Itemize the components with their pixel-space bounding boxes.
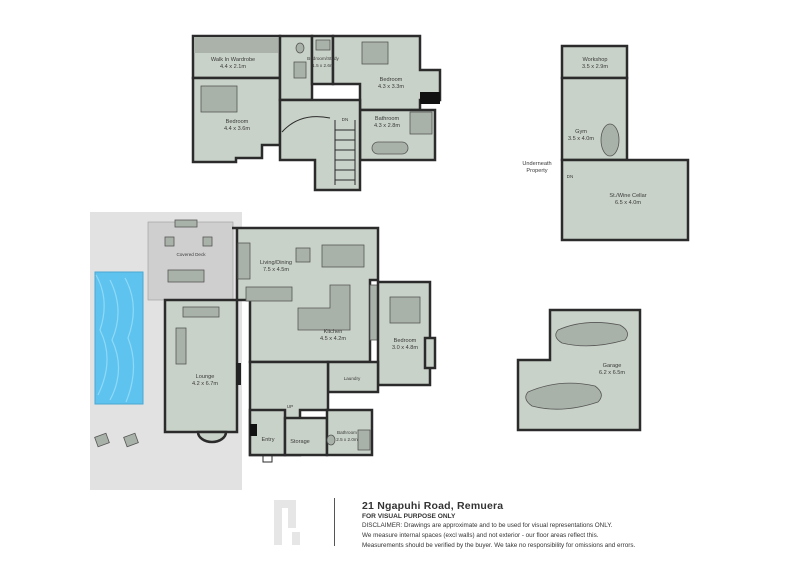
bedroom-closet: [423, 336, 437, 370]
kitchen-label: Kitchen: [324, 329, 343, 335]
shower: [409, 111, 433, 135]
disclaimer-line-2: We measure internal spaces (excl walls) …: [362, 532, 599, 539]
kitchen-size: 4.5 x 4.2m: [320, 336, 346, 342]
sofa: [237, 242, 251, 280]
lounge-label: Lounge: [196, 374, 215, 380]
bathroom-lower-label: Bathroom: [337, 430, 357, 435]
sofa: [245, 286, 293, 302]
lower-level: [560, 44, 690, 242]
footer: 21 Ngapuhi Road, Remuera FOR VISUAL PURP…: [362, 500, 792, 550]
bed: [361, 41, 389, 65]
garage-size: 6.2 x 6.5m: [599, 370, 625, 376]
upper-floor: [191, 34, 442, 192]
cellar-label: St./Wine Cellar: [609, 193, 646, 199]
bedroom-study-size: 1.5 x 2.6m: [312, 63, 334, 68]
gym-size: 3.5 x 4.0m: [568, 136, 594, 142]
bedroom-upper-left-size: 4.4 x 3.6m: [224, 126, 250, 132]
property-label: Property: [526, 168, 547, 174]
disclaimer-line-3: Measurements should be verified by the b…: [362, 542, 636, 549]
bathroom-upper-size: 4.3 x 2.8m: [374, 123, 400, 129]
dining-table: [321, 244, 365, 268]
entry-step: [262, 455, 273, 463]
toilet: [326, 434, 336, 446]
stairs-up-label: UP: [287, 404, 293, 409]
storage-room: [283, 416, 329, 457]
walk-in-wardrobe-label: Walk In Wardrobe: [211, 57, 255, 63]
ground-floor: [90, 212, 642, 490]
property-address: 21 Ngapuhi Road, Remuera: [362, 500, 504, 512]
stair-curve: [281, 116, 331, 133]
outdoor-chair: [164, 236, 175, 247]
logo-icon: [274, 500, 300, 545]
outdoor-sofa: [174, 219, 198, 228]
stair-void: [420, 92, 440, 104]
cellar-size: 6.5 x 4.0m: [615, 200, 641, 206]
upper-stairs: [334, 120, 356, 185]
lounge-sofa: [182, 306, 220, 318]
cellar-dn-label: DN: [567, 174, 574, 179]
lounge-size: 4.2 x 6.7m: [192, 381, 218, 387]
kitchen-island: [297, 284, 351, 331]
bed: [200, 85, 238, 113]
living-dining-label: Living/Dining: [260, 260, 292, 266]
outdoor-chair: [202, 236, 213, 247]
bedroom-upper-right-label: Bedroom: [380, 77, 403, 83]
pool-water: [95, 274, 135, 403]
gym-label: Gym: [575, 129, 587, 135]
gym-equipment: [600, 123, 620, 157]
purpose-note: FOR VISUAL PURPOSE ONLY: [362, 513, 456, 520]
lounge-room: [163, 298, 239, 434]
car: [555, 322, 628, 347]
stairs-dn-label: DN: [342, 117, 349, 122]
storage-label: Storage: [290, 439, 310, 445]
bathroom-lower-size: 2.5 x 2.0m: [336, 437, 358, 442]
covered-deck-label: Covered Deck: [176, 252, 206, 257]
bedroom-upper-left-label: Bedroom: [226, 119, 249, 125]
bathroom-upper-label: Bathroom: [375, 116, 400, 122]
car: [525, 382, 602, 410]
disclaimer-line-1: DISCLAIMER: Drawings are approximate and…: [362, 522, 613, 529]
sun-lounger: [123, 432, 139, 448]
entry-stair-void: [250, 424, 257, 436]
garage-label: Garage: [603, 363, 622, 369]
toilet: [295, 42, 305, 54]
bedroom-lower-label: Bedroom: [394, 338, 417, 344]
shower: [357, 429, 371, 451]
lounge-bay: [196, 430, 228, 444]
bathtub: [371, 141, 409, 155]
vanity: [293, 61, 307, 79]
workshop-size: 3.5 x 2.9m: [582, 64, 608, 70]
bed: [315, 39, 331, 51]
living-dining-size: 7.5 x 4.5m: [263, 267, 289, 273]
workshop-label: Workshop: [582, 57, 607, 63]
entry-label: Entry: [261, 437, 274, 443]
covered-deck: [147, 221, 234, 301]
lounge-sofa: [175, 327, 187, 365]
outdoor-table: [167, 269, 205, 283]
armchair: [295, 247, 311, 263]
sun-lounger: [94, 432, 110, 448]
laundry-label: Laundry: [344, 376, 361, 381]
wardrobe-shelving: [194, 37, 279, 53]
bed: [389, 296, 421, 324]
landing-hall: [278, 98, 362, 192]
bedroom-study-label: Bedroom/Study: [307, 56, 339, 61]
footer-separator: [334, 498, 335, 546]
tv: [236, 363, 241, 385]
walk-in-wardrobe-size: 4.4 x 2.1m: [220, 64, 246, 70]
bedroom-lower-size: 3.0 x 4.8m: [392, 345, 418, 351]
underneath-label: Underneath: [522, 161, 551, 167]
bedroom-upper-right-size: 4.3 x 3.3m: [378, 84, 404, 90]
